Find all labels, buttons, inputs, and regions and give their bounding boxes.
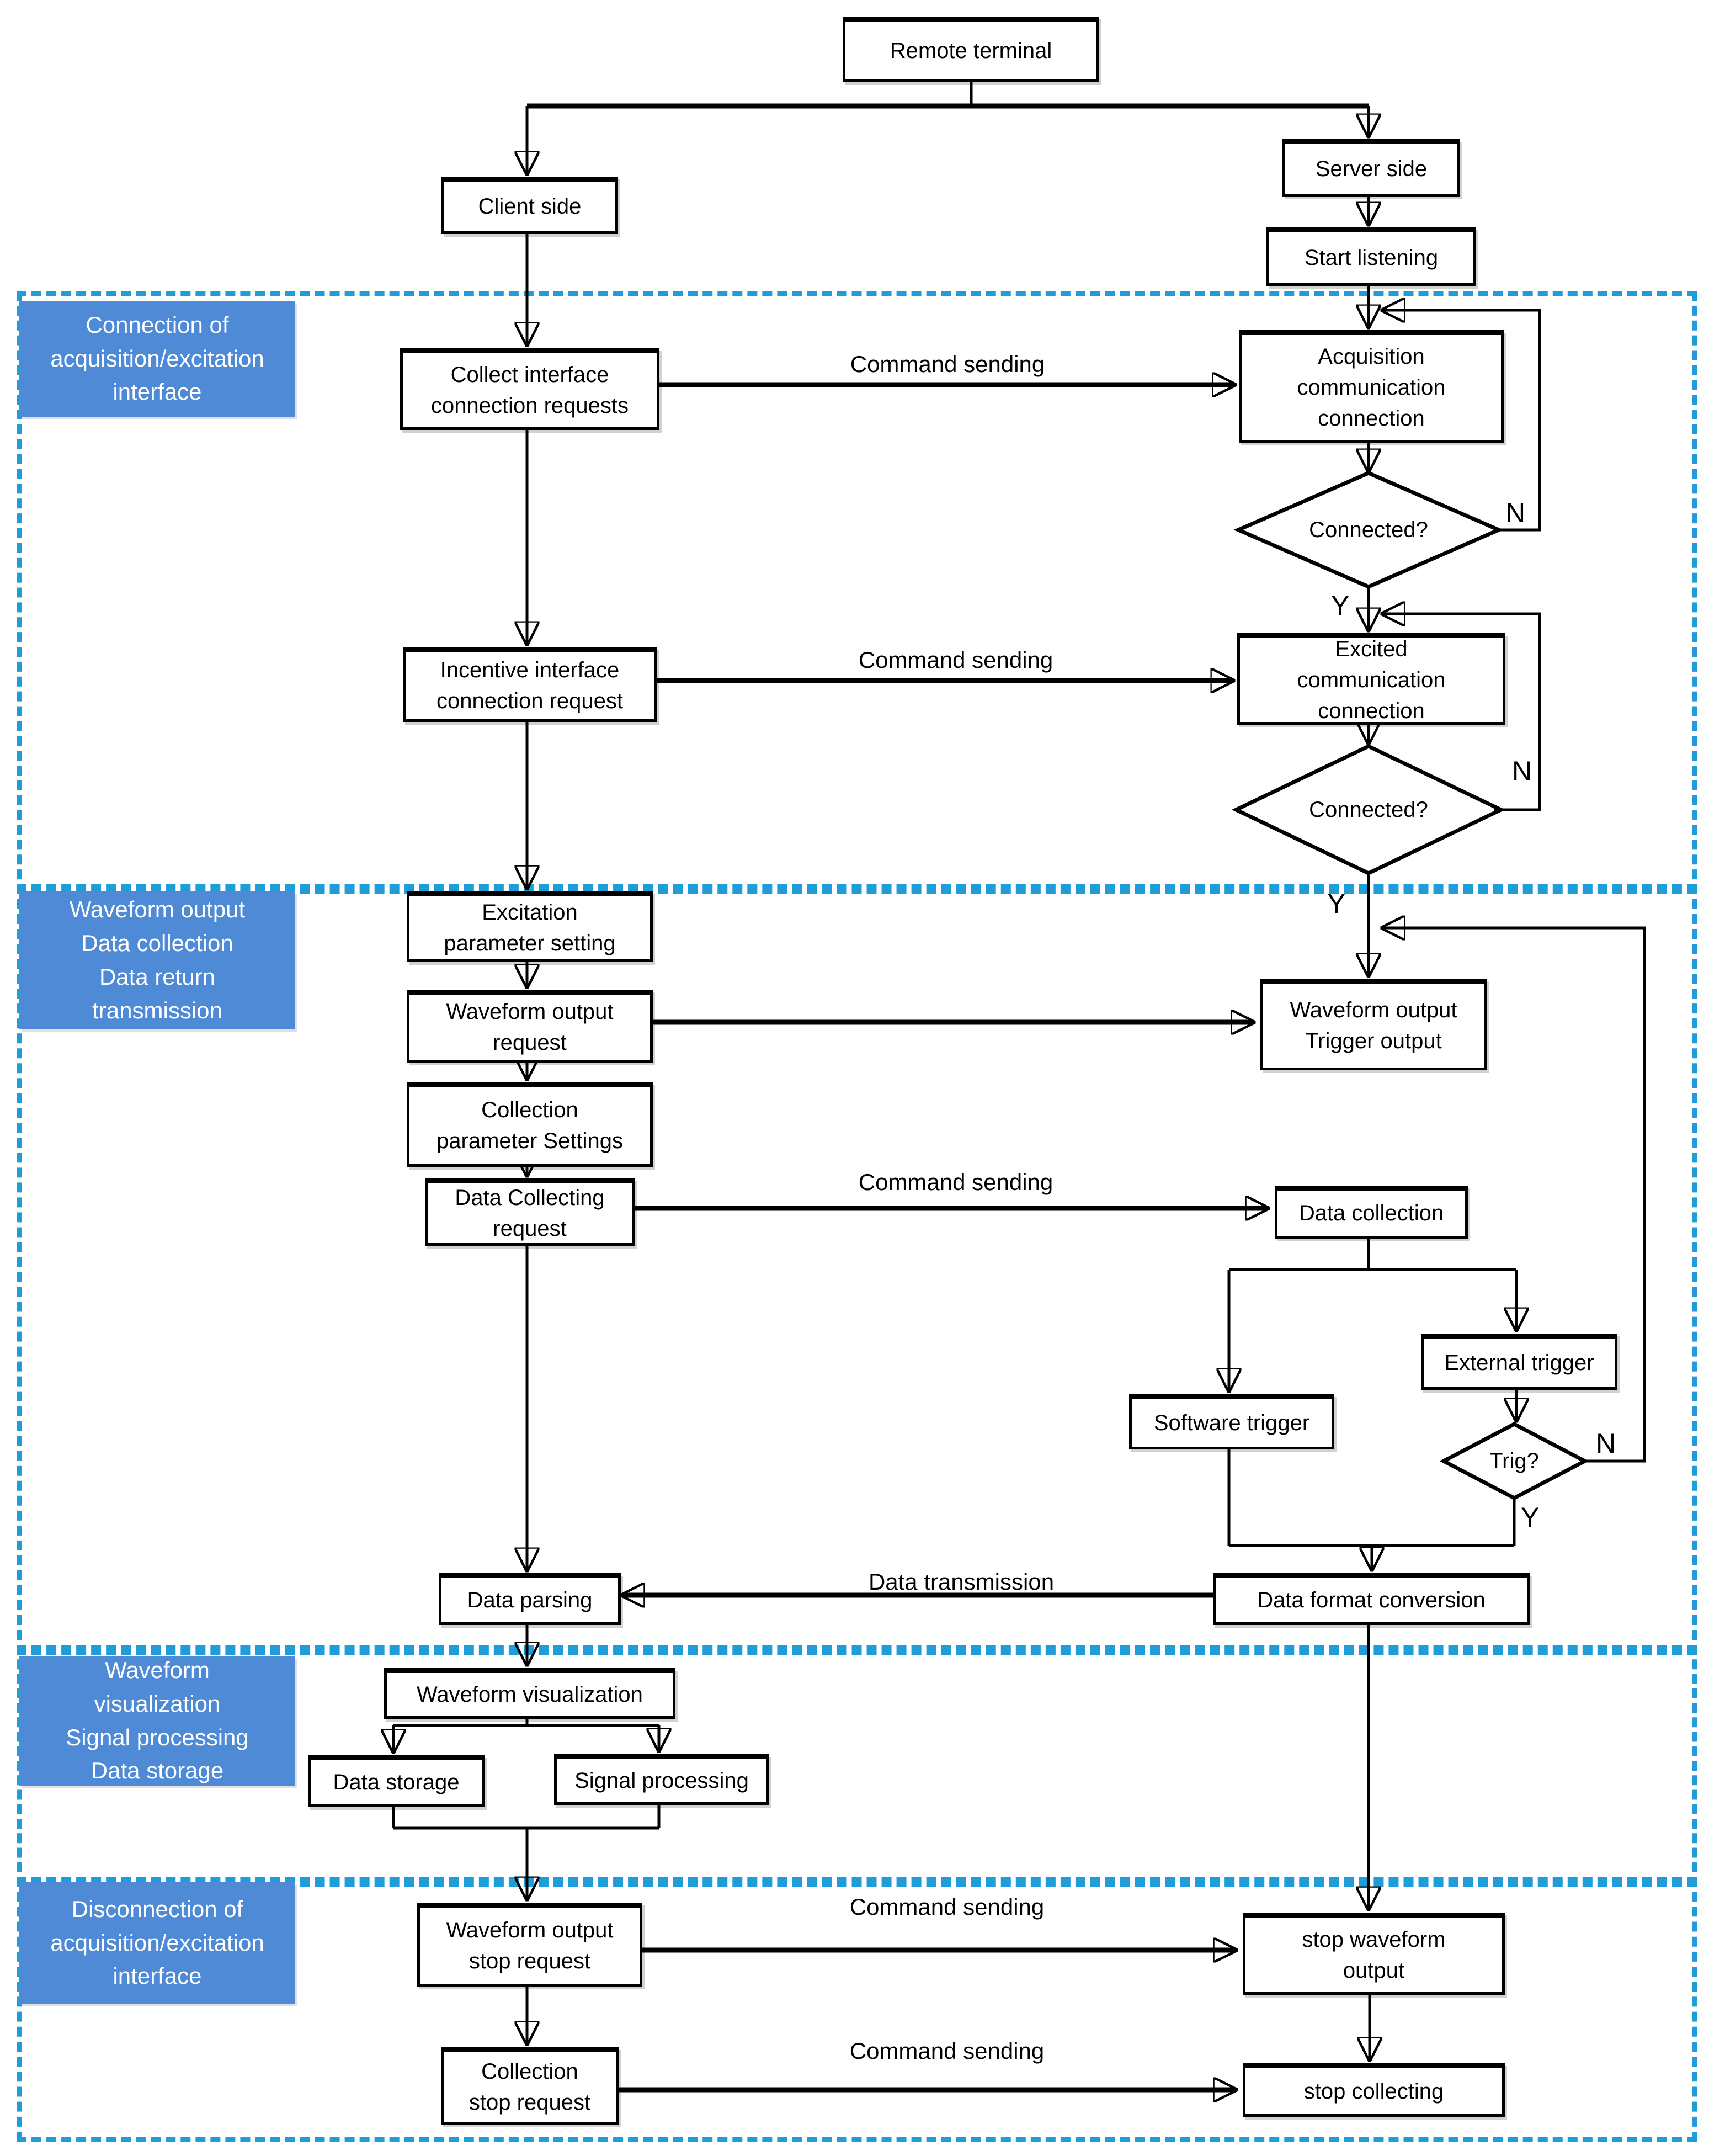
node-waveform-visualization: Waveform visualization bbox=[384, 1668, 675, 1719]
node-acquisition-communication: Acquisition communication connection bbox=[1239, 330, 1504, 443]
node-start-listening: Start listening bbox=[1266, 227, 1476, 286]
edge-label-command-sending-5: Command sending bbox=[849, 2038, 1045, 2064]
edge-trig-no-loop bbox=[1383, 928, 1646, 1463]
section-label-waveform-data: Waveform output Data collection Data ret… bbox=[19, 891, 295, 1029]
branch-no-connected1: N bbox=[1505, 497, 1526, 528]
node-software-trigger: Software trigger bbox=[1129, 1394, 1334, 1449]
node-data-collecting-request: Data Collecting request bbox=[425, 1178, 635, 1246]
edge-connected2-no-loop bbox=[1383, 614, 1541, 811]
node-client-side: Client side bbox=[441, 177, 618, 234]
branch-yes-connected2: Y bbox=[1327, 888, 1346, 919]
node-data-storage: Data storage bbox=[308, 1755, 485, 1807]
section-disconnection-boundary bbox=[17, 1877, 1697, 2142]
node-server-side: Server side bbox=[1282, 139, 1460, 197]
edge-connected1-no-loop bbox=[1383, 310, 1541, 532]
node-data-collection: Data collection bbox=[1275, 1186, 1468, 1239]
decision-connected2-label: Connected? bbox=[1309, 797, 1428, 822]
section-visualization-boundary bbox=[17, 1645, 1697, 1887]
node-excited-communication: Excited communication connection bbox=[1237, 633, 1505, 725]
branch-yes-connected1: Y bbox=[1331, 590, 1350, 621]
node-data-parsing: Data parsing bbox=[439, 1573, 621, 1625]
node-stop-waveform-output: stop waveform output bbox=[1243, 1913, 1505, 1995]
node-external-trigger: External trigger bbox=[1421, 1334, 1617, 1390]
branch-no-connected2: N bbox=[1512, 756, 1532, 787]
edge-label-command-sending-3: Command sending bbox=[858, 1169, 1053, 1195]
decision-trig-shape bbox=[1439, 1422, 1589, 1500]
node-remote-terminal: Remote terminal bbox=[843, 17, 1099, 82]
section-connection-boundary bbox=[17, 291, 1697, 894]
node-collection-stop-request: Collection stop request bbox=[441, 2047, 619, 2125]
edge-label-command-sending-1: Command sending bbox=[850, 351, 1045, 377]
section-waveform-data-boundary bbox=[17, 884, 1697, 1655]
edge-label-data-transmission: Data transmission bbox=[868, 1569, 1055, 1595]
node-waveform-output-request: Waveform output request bbox=[407, 990, 653, 1063]
decision-connected1-label: Connected? bbox=[1309, 517, 1428, 542]
branch-no-trig: N bbox=[1596, 1428, 1616, 1459]
node-collection-parameter-settings: Collection parameter Settings bbox=[407, 1082, 653, 1167]
section-label-connection: Connection of acquisition/excitation int… bbox=[19, 301, 295, 417]
node-waveform-trigger-output: Waveform output Trigger output bbox=[1260, 979, 1487, 1070]
node-waveform-output-stop-request: Waveform output stop request bbox=[417, 1903, 642, 1987]
node-signal-processing: Signal processing bbox=[554, 1754, 769, 1805]
branch-yes-trig: Y bbox=[1521, 1502, 1540, 1533]
section-label-visualization: Waveform visualization Signal processing… bbox=[19, 1656, 295, 1786]
edge-label-command-sending-2: Command sending bbox=[858, 647, 1053, 673]
decision-connected2-shape bbox=[1231, 744, 1506, 875]
decision-connected1-shape bbox=[1233, 471, 1504, 589]
node-data-format-conversion: Data format conversion bbox=[1213, 1573, 1530, 1625]
node-collect-interface-request: Collect interface connection requests bbox=[400, 348, 659, 430]
node-incentive-interface-request: Incentive interface connection request bbox=[403, 647, 657, 722]
section-label-disconnection: Disconnection of acquisition/excitation … bbox=[19, 1882, 295, 2004]
edge-label-command-sending-4: Command sending bbox=[849, 1894, 1045, 1920]
node-excitation-parameter-setting: Excitation parameter setting bbox=[407, 891, 653, 962]
decision-trig-label: Trig? bbox=[1489, 1448, 1539, 1473]
node-stop-collecting: stop collecting bbox=[1243, 2063, 1505, 2117]
